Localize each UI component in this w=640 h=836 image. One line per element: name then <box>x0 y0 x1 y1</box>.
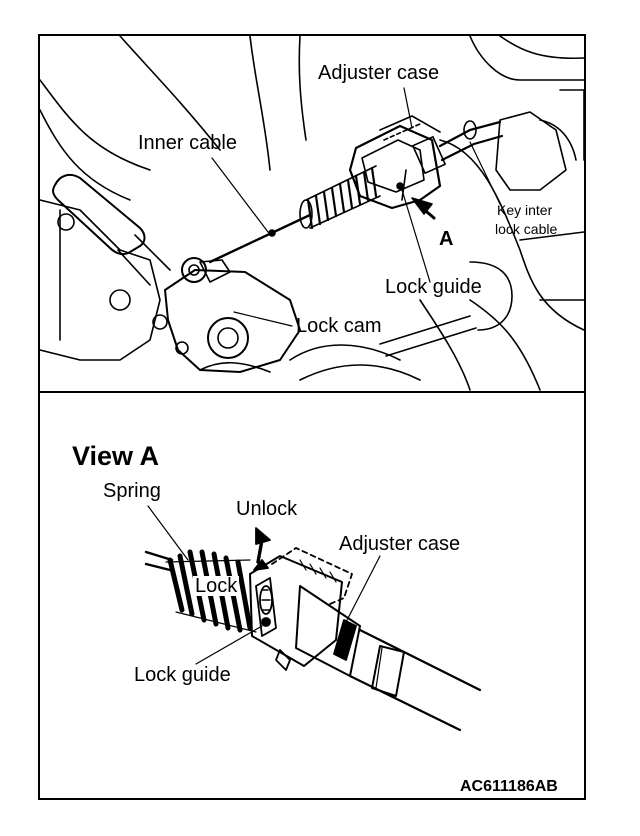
figure-code: AC611186AB <box>460 778 558 795</box>
label-lock-cam: Lock cam <box>296 315 382 337</box>
label-lock: Lock <box>193 575 240 597</box>
top-view-drawing <box>39 35 585 391</box>
detail-view-title: View A <box>72 441 160 471</box>
detail-view-drawing <box>144 505 482 732</box>
label-key-interlock-line1: Key inter <box>497 202 553 218</box>
label-spring: Spring <box>103 480 161 502</box>
label-lock-guide-top: Lock guide <box>385 276 482 298</box>
label-key-interlock-line2: lock cable <box>495 221 558 237</box>
label-unlock: Unlock <box>236 498 298 520</box>
view-marker-a: A <box>439 228 454 250</box>
label-adjuster-case-detail: Adjuster case <box>339 533 461 555</box>
label-adjuster-case-top: Adjuster case <box>318 62 440 84</box>
label-lock-guide-detail: Lock guide <box>134 664 231 686</box>
label-inner-cable: Inner cable <box>138 132 237 154</box>
